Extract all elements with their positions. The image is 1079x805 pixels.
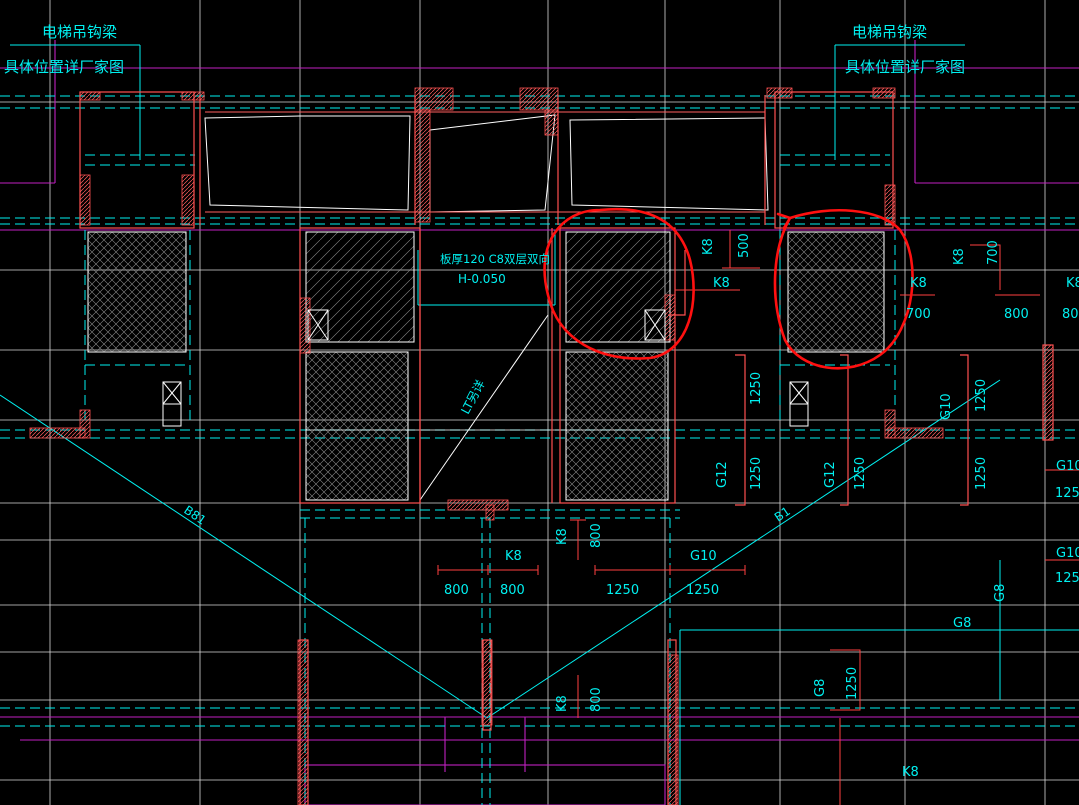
highlight-circle-right [773,209,914,370]
cyan-dashed-beams [0,95,1079,805]
stair-diagonal [419,314,549,501]
cross-hatched-shafts [87,231,885,501]
rebar-k8: K8 [910,276,927,291]
wall-hatch-pieces [29,87,1054,805]
shaft-a-upper [305,231,415,343]
magenta-beam-lines [0,40,1079,805]
dim-800: 800 [589,687,604,712]
dim-800: 800 [500,583,525,598]
rebar-k8: K8 [952,248,967,265]
note-hook-beam-right: 电梯吊钩梁 [852,23,927,41]
dim-800: 800 [444,583,469,598]
rebar-g8: G8 [813,679,828,697]
shaft-right-upper [787,231,885,353]
dim-800: 800 [1004,307,1029,322]
rebar-g8: G8 [953,616,971,631]
highlight-circle-left [543,207,695,360]
note-leaders [10,44,965,160]
rebar-g8: G8 [993,584,1008,602]
stair-ref-label: LT另详 [457,377,487,416]
rebar-k8: K8 [505,549,522,564]
dim-800: 800 [1062,307,1079,322]
dim-1250: 1250 [749,457,764,490]
rebar-k8: K8 [902,765,919,780]
rebar-k8: K8 [1066,276,1079,291]
note-hook-beam-left: 电梯吊钩梁 [42,23,117,41]
markup-annotations [543,207,914,370]
dim-1250: 1250 [1055,486,1079,501]
rebar-k8: K8 [555,528,570,545]
shaft-left-upper [87,231,187,353]
rebar-k8: K8 [555,695,570,712]
axis-label-b1: B1 [772,504,793,524]
shaft-a-lower [305,351,409,501]
dim-800: 800 [589,523,604,548]
dim-500: 500 [737,233,752,258]
dimension-lines [437,230,1079,805]
dim-1250: 1250 [974,379,989,412]
slab-spec-label: 板厚120 C8双层双向 [440,252,550,266]
dim-1250: 1250 [853,457,868,490]
rebar-k8: K8 [713,276,730,291]
rebar-g10: G10 [939,393,954,420]
note-location-left: 具体位置详厂家图 [4,58,124,76]
rebar-k8: K8 [701,238,716,255]
dim-1250: 1250 [974,457,989,490]
dim-1250: 1250 [606,583,639,598]
shaft-b-upper [565,231,671,343]
rebar-g10: G10 [690,549,717,564]
dim-1250: 1250 [686,583,719,598]
door-symbols [162,309,809,427]
shaft-b-lower [565,351,669,501]
dim-1250: 1250 [845,667,860,700]
rebar-g10: G10 [1056,546,1079,561]
dim-700: 700 [906,307,931,322]
rebar-g12: G12 [823,461,838,488]
rebar-g10: G10 [1056,459,1079,474]
note-location-right: 具体位置详厂家图 [845,58,965,76]
dim-1250: 1250 [749,372,764,405]
slab-elevation-label: H-0.050 [458,272,506,286]
rebar-g12: G12 [715,461,730,488]
dim-700: 700 [986,240,1001,265]
dim-1250: 1250 [1055,571,1079,586]
shaft-roof [204,111,769,213]
